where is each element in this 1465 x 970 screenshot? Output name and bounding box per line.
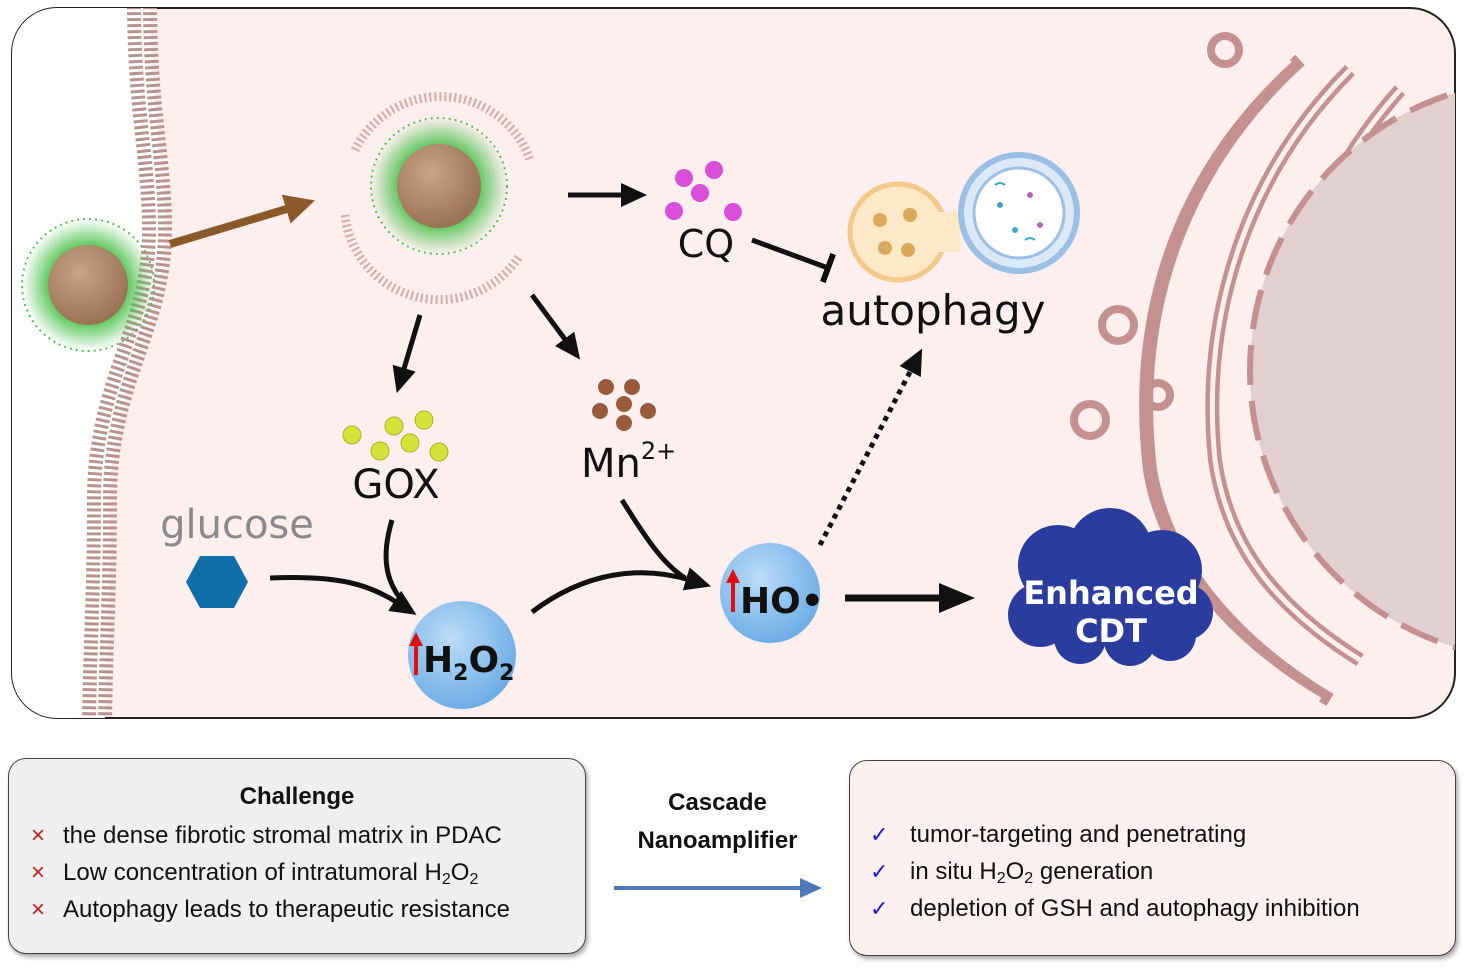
- svg-text:H2O2: H2O2: [423, 640, 514, 686]
- h2o2-bubble: H2O2: [408, 601, 516, 709]
- cq-molecules: [665, 161, 742, 221]
- arrow-to-mn: [529, 293, 581, 360]
- enhanced-cdt-cloud: [1008, 508, 1213, 666]
- autophagy-label: autophagy: [820, 286, 1045, 335]
- cascade-label-line1: Cascade: [668, 789, 767, 816]
- cross-icon: ×: [31, 896, 46, 923]
- cell-membrane: [98, 8, 173, 718]
- glucose-label: glucose: [160, 502, 314, 548]
- gox-label: GOX: [352, 462, 439, 508]
- challenge-item: ×the dense fibrotic stromal matrix in PD…: [9, 817, 585, 854]
- cq-inhibits-autophagy: [751, 237, 837, 284]
- glucose-hexagon: [186, 556, 248, 608]
- challenge-box: Challenge ×the dense fibrotic stromal ma…: [8, 758, 586, 954]
- cell-membrane-inner: [82, 8, 157, 718]
- ho-to-autophagy-dotted-arrow: [817, 348, 923, 547]
- cascade-label-line2: Nanoamplifier: [637, 827, 798, 854]
- benefit-item: ✓depletion of GSH and autophagy inhibiti…: [850, 890, 1455, 927]
- mn-label: Mn2+: [581, 437, 676, 487]
- mn-ions: [592, 379, 656, 431]
- benefits-box: ✓tumor-targeting and penetrating ✓in sit…: [849, 760, 1456, 956]
- mn-to-ho-arrow: [619, 498, 687, 581]
- cdt-label-line2: CDT: [1075, 612, 1147, 650]
- check-icon: ✓: [870, 859, 889, 884]
- ho-radical-bubble: HO•: [720, 543, 824, 643]
- benefit-item: ✓in situ H2O2 generation: [850, 853, 1455, 890]
- arrow-to-gox: [392, 314, 423, 394]
- challenge-item: ×Autophagy leads to therapeutic resistan…: [9, 891, 585, 928]
- cross-icon: ×: [31, 859, 46, 886]
- check-icon: ✓: [870, 822, 889, 847]
- h2o2-to-ho-arrow: [530, 567, 712, 614]
- cascade-mechanism-diagram: CQ autophagy GOX: [11, 7, 1456, 719]
- cascade-nanoamplifier-label: Cascade Nanoamplifier: [600, 784, 835, 860]
- challenge-title: Challenge: [239, 783, 355, 810]
- nanoparticle-outside: [21, 218, 155, 352]
- cross-icon: ×: [31, 822, 46, 849]
- autophagosome-lysosome-icon: [847, 152, 1080, 283]
- extracellular-space: [12, 8, 165, 718]
- cascade-arrow: [614, 878, 822, 898]
- gox-to-h2o2-arrow: [383, 519, 403, 600]
- svg-text:HO•: HO•: [740, 581, 824, 622]
- check-icon: ✓: [870, 896, 889, 921]
- benefit-item: ✓tumor-targeting and penetrating: [850, 816, 1455, 853]
- glucose-to-h2o2-arrow: [269, 575, 417, 615]
- uptake-arrow: [168, 194, 315, 248]
- endosome-nanoparticle: [340, 92, 535, 305]
- cq-label: CQ: [678, 222, 734, 266]
- cdt-label-line1: Enhanced: [1023, 574, 1198, 612]
- nucleus: [1247, 77, 1455, 663]
- challenge-item: ×Low concentration of intratumoral H2O2: [9, 854, 585, 891]
- gox-molecules: [342, 410, 449, 462]
